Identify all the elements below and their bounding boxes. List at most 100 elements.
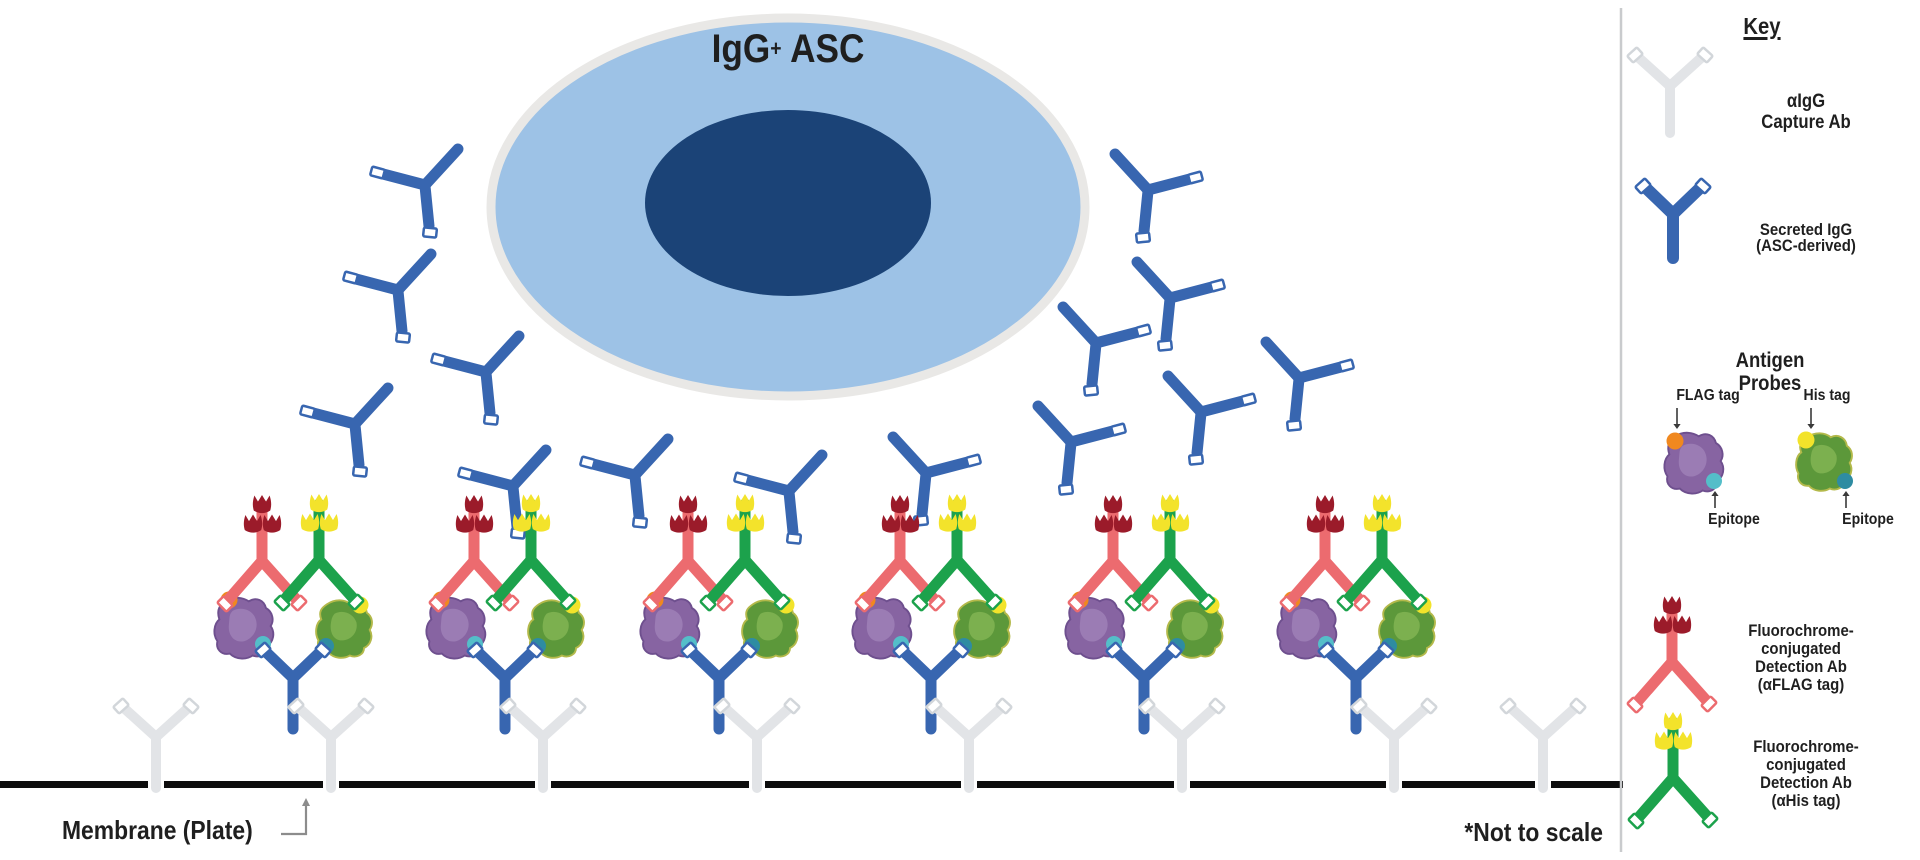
secreted-igg-icon [579, 433, 674, 529]
fab-tip-marker [1082, 384, 1100, 397]
fluorochrome-crown-icon [726, 513, 746, 532]
arrow-up-icon [1711, 491, 1719, 496]
secreted-igg-icon [430, 330, 525, 426]
fab-tip-marker [995, 697, 1013, 715]
arrow-down-icon [1673, 424, 1681, 429]
capture-ab-icon [925, 697, 1013, 793]
fluorochrome-crown-icon [1654, 731, 1674, 750]
fab-tip-marker [1696, 46, 1714, 64]
fab-tip-marker [699, 594, 717, 612]
fab-tip-marker [1700, 695, 1718, 713]
fluorochrome-crown-icon [521, 493, 541, 513]
blob-inner [440, 608, 469, 642]
fab-tip-marker [713, 697, 731, 715]
capture-ab-icon [1350, 697, 1438, 793]
fluorochrome-crown-icon [1306, 514, 1326, 533]
fab-tip-marker [1634, 177, 1652, 195]
epitope-right-label: Epitope [1842, 511, 1894, 528]
fab-tip-marker [1279, 595, 1297, 613]
fab-tip-marker [430, 352, 447, 367]
capture-ab-body [507, 704, 579, 793]
fab-tip-marker [985, 593, 1003, 611]
detection-ab-body [648, 499, 728, 606]
detection-ab-body [491, 498, 571, 605]
blob-inner [1678, 443, 1707, 477]
membrane-pointer-arrowhead [302, 798, 310, 806]
detection-ab-body [705, 498, 785, 605]
membrane-pointer-line [281, 803, 308, 836]
fab-tip-marker [559, 593, 577, 611]
fab-tip-marker [1420, 697, 1438, 715]
igg-body [350, 248, 437, 337]
fluorochrome-crown-icon [735, 493, 755, 513]
fab-tip-marker [952, 641, 970, 659]
fluorochrome-crown-icon [1673, 731, 1693, 750]
fab-tip-marker [1626, 696, 1644, 714]
igg-body [377, 143, 464, 232]
detection-ab-flag-icon [642, 494, 734, 613]
secreted-igg-icon [733, 449, 828, 545]
fab-tip-marker [428, 595, 446, 613]
asc-cell-nucleus [645, 110, 931, 296]
blob-inner [756, 611, 783, 641]
fab-tip-marker [925, 697, 943, 715]
fluorochrome-crown-icon [1363, 513, 1383, 532]
fluorochrome-crown-icon [319, 513, 339, 532]
detection-ab-body [1633, 716, 1713, 823]
fab-tip-marker [1057, 483, 1075, 496]
detection-ab-flag-icon [1279, 494, 1371, 613]
fab-tip-marker [1110, 422, 1127, 437]
detection-ab-flag-icon [428, 494, 520, 613]
igg-body [1109, 148, 1196, 237]
cell-title: IgG+ ASC [701, 27, 875, 71]
fab-tip-marker [1627, 812, 1645, 830]
fluorochrome-crown-icon [745, 513, 765, 532]
capture-ab-body [721, 704, 793, 793]
capture-ab-body [1146, 704, 1218, 793]
arrow-down-icon [1807, 424, 1815, 429]
detection-ab-his-icon [911, 493, 1003, 612]
fab-tip-marker [369, 165, 386, 180]
fluorochrome-crown-icon [1653, 615, 1673, 634]
captured-igg-icon [254, 641, 332, 735]
detection-ab-flag-icon [854, 494, 946, 613]
fluorochrome-crown-icon [1113, 514, 1133, 533]
secreted-igg-icon [1109, 148, 1204, 244]
fab-tip-marker [579, 455, 596, 470]
cell-title-main: IgG [711, 27, 771, 71]
fluorochrome-crown-icon [900, 514, 920, 533]
fab-tip-marker [569, 697, 587, 715]
membrane-line [0, 781, 1623, 788]
blob-inner [654, 608, 683, 642]
antigen-probes-title: Antigen Probes [1735, 349, 1805, 395]
secreted-igg-icon [1032, 400, 1127, 496]
cell-title-superscript: + [770, 36, 782, 61]
key-title: Key [1743, 13, 1781, 39]
fab-tip-marker [299, 404, 316, 419]
igg-body [1641, 183, 1705, 264]
secreted-igg-icon [1057, 301, 1152, 397]
secreted-igg-icon [1260, 336, 1355, 432]
fab-tip-marker [1499, 697, 1517, 715]
fab-tip-marker [287, 697, 305, 715]
fab-tip-marker [1353, 594, 1371, 612]
fluorochrome-crown-icon [1372, 493, 1392, 513]
captured-igg-icon [1634, 177, 1712, 264]
fab-tip-marker [526, 641, 544, 659]
igg-body [587, 433, 674, 522]
capture-ab-body [120, 704, 192, 793]
capture-ab-icon [499, 697, 587, 793]
fluorochrome-crown-icon [1382, 513, 1402, 532]
fluorochrome-crown-icon [512, 513, 532, 532]
igg-body [1131, 256, 1218, 345]
fab-tip-marker [1198, 593, 1216, 611]
fluorochrome-crown-icon [464, 494, 484, 514]
key-detection-his-label: Fluorochrome-conjugated Detection Ab (αH… [1753, 737, 1859, 810]
secreted-igg-icon [342, 248, 437, 344]
fab-tip-marker [1187, 453, 1205, 466]
capture-ab-icon [112, 697, 200, 793]
fab-tip-marker [631, 516, 649, 529]
detection-ab-flag-icon [216, 494, 308, 613]
fab-tip-marker [854, 595, 872, 613]
